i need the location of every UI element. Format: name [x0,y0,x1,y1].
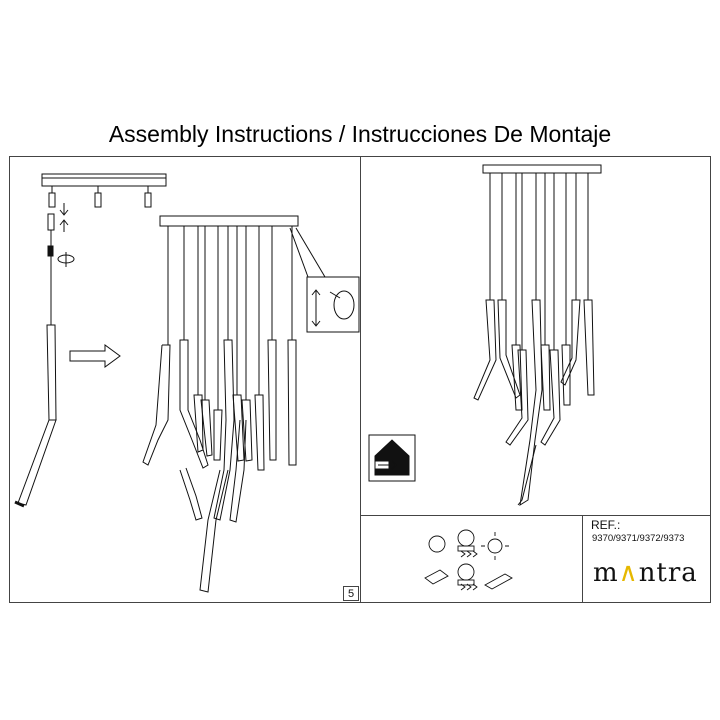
document-title: Assembly Instructions / Instrucciones De… [108,121,612,147]
ref-numbers: 9370/9371/9372/9373 [592,533,685,544]
next-step-arrow [69,344,121,368]
brand-text-right: ntra [638,558,698,588]
single-pendant-diagram [14,173,167,508]
led-icon [487,538,503,554]
footer-divider [360,515,711,516]
dimmer-icon [457,529,475,547]
footer-column-divider [582,515,583,603]
ref-label: REF.: [591,518,621,532]
page-number: 5 [343,586,359,601]
led-bulb-icon [428,535,446,553]
panel-divider [360,156,361,603]
brand-text-left: m [593,558,619,588]
footer-icons [424,529,513,591]
brand-logo: m∧ntra [593,558,698,588]
detail-callout [289,227,360,333]
transformer-icon [484,573,513,590]
remote-icon [457,563,475,581]
driver-icon [424,569,449,585]
multi-pendant-diagram-step2 [142,215,299,593]
assembled-chandelier-diagram [473,164,602,507]
indoor-use-icon [368,434,416,482]
brand-accent: ∧ [618,558,639,588]
